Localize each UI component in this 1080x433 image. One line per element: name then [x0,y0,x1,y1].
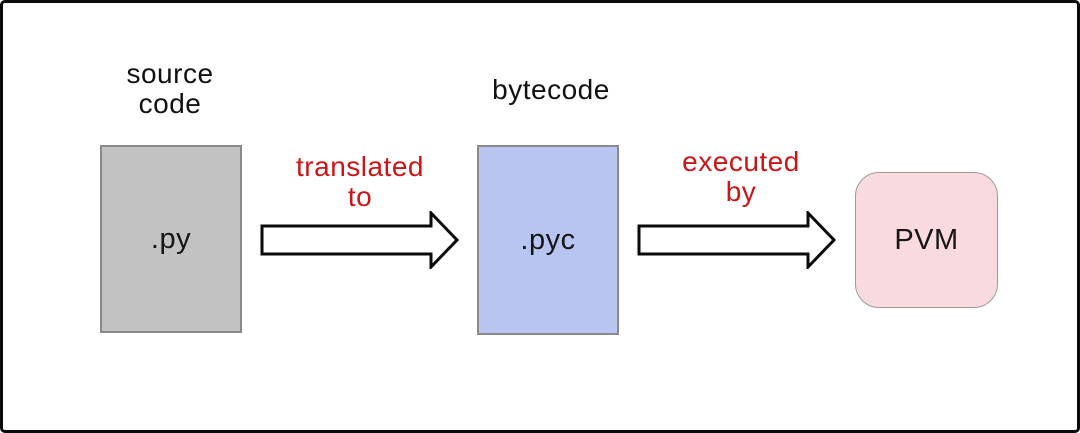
arrow-executed-by-icon [637,211,837,269]
edge-label-translated-to: translated to [296,151,424,212]
edge-label-executed-by: executed by [682,146,800,207]
bytecode-title: bytecode [492,74,610,105]
source-code-box: .py [100,145,242,333]
source-file-label: .py [150,222,192,255]
pvm-label: PVM [894,223,959,256]
source-code-title: source code [126,58,214,119]
pvm-box: PVM [855,172,998,308]
bytecode-file-label: .pyc [520,223,576,256]
bytecode-box: .pyc [477,145,619,335]
arrow-translated-to-icon [260,211,460,269]
